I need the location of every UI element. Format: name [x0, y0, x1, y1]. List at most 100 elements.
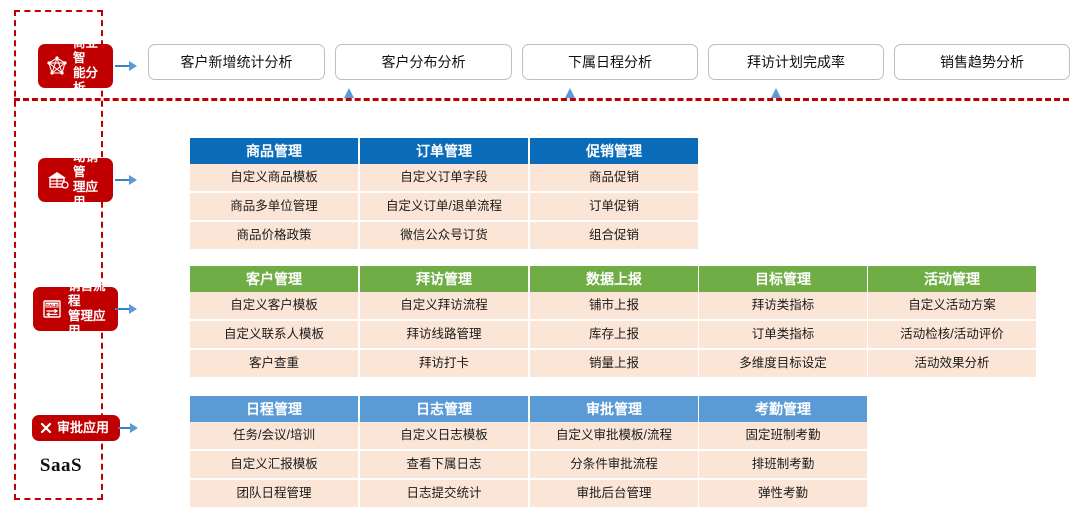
card-row[interactable]: 多维度目标设定: [699, 350, 867, 377]
card-promotion-management[interactable]: 促销管理 商品促销 订单促销 组合促销: [530, 138, 698, 249]
card-row[interactable]: 客户查重: [190, 350, 358, 377]
card-body: 自定义商品模板 商品多单位管理 商品价格政策: [190, 164, 358, 249]
card-body: 自定义日志模板 查看下属日志 日志提交统计: [360, 422, 528, 507]
card-log-management[interactable]: 日志管理 自定义日志模板 查看下属日志 日志提交统计: [360, 396, 528, 507]
card-row[interactable]: 日志提交统计: [360, 480, 528, 507]
card-row[interactable]: 拜访线路管理: [360, 321, 528, 350]
card-body: 任务/会议/培训 自定义汇报模板 团队日程管理: [190, 422, 358, 507]
cross-approval-icon: [38, 420, 54, 436]
card-data-report[interactable]: 数据上报 铺市上报 库存上报 销量上报: [530, 266, 698, 377]
bi-box-3[interactable]: 拜访计划完成率: [708, 44, 884, 80]
bi-box-label: 客户分布分析: [381, 54, 466, 70]
card-row[interactable]: 拜访打卡: [360, 350, 528, 377]
card-body: 商品促销 订单促销 组合促销: [530, 164, 698, 249]
bi-box-label: 销售趋势分析: [940, 54, 1024, 70]
card-row[interactable]: 自定义汇报模板: [190, 451, 358, 480]
card-row[interactable]: 弹性考勤: [699, 480, 867, 507]
card-row[interactable]: 组合促销: [530, 222, 698, 249]
card-visit-management[interactable]: 拜访管理 自定义拜访流程 拜访线路管理 拜访打卡: [360, 266, 528, 377]
card-row[interactable]: 商品价格政策: [190, 222, 358, 249]
sidebar-item-bi-analysis[interactable]: 商业智 能分析: [38, 36, 113, 95]
card-row[interactable]: 微信公众号订货: [360, 222, 528, 249]
card-row[interactable]: 自定义活动方案: [868, 292, 1036, 321]
connector-arrow-approval: [118, 422, 146, 434]
card-row[interactable]: 分条件审批流程: [530, 451, 698, 480]
card-target-management[interactable]: 目标管理 拜访类指标 订单类指标 多维度目标设定: [699, 266, 867, 377]
card-body: 自定义拜访流程 拜访线路管理 拜访打卡: [360, 292, 528, 377]
connector-line: [115, 179, 129, 181]
bi-box-0[interactable]: 客户新增统计分析: [148, 44, 325, 80]
connector-line: [115, 65, 129, 67]
card-row[interactable]: 拜访类指标: [699, 292, 867, 321]
card-row[interactable]: 自定义客户模板: [190, 292, 358, 321]
card-activity-management[interactable]: 活动管理 自定义活动方案 活动检核/活动评价 活动效果分析: [868, 266, 1036, 377]
card-product-management[interactable]: 商品管理 自定义商品模板 商品多单位管理 商品价格政策: [190, 138, 358, 249]
connector-line: [115, 308, 129, 310]
sidebar-item-sales-process-app[interactable]: SALE 销售流程 管理应用: [33, 279, 118, 338]
card-row[interactable]: 固定班制考勤: [699, 422, 867, 451]
card-row[interactable]: 自定义订单字段: [360, 164, 528, 193]
connector-arrow-sales-drive: [115, 174, 145, 186]
card-title: 目标管理: [699, 266, 867, 292]
card-title: 拜访管理: [360, 266, 528, 292]
card-row[interactable]: 自定义联系人模板: [190, 321, 358, 350]
arrow-head-icon: [129, 61, 145, 71]
card-row[interactable]: 库存上报: [530, 321, 698, 350]
sidebar-item-approval-app[interactable]: 审批应用: [32, 415, 120, 441]
saas-label: SaaS: [39, 455, 83, 476]
card-title: 促销管理: [530, 138, 698, 164]
card-row[interactable]: 审批后台管理: [530, 480, 698, 507]
network-graph-icon: [44, 53, 70, 79]
bi-box-label: 拜访计划完成率: [747, 54, 845, 70]
bi-box-label: 下属日程分析: [568, 54, 652, 70]
sidebar-item-sales-drive-app[interactable]: 动销管 理应用: [38, 150, 113, 209]
card-row[interactable]: 商品多单位管理: [190, 193, 358, 222]
card-row[interactable]: 自定义日志模板: [360, 422, 528, 451]
section-divider: [14, 98, 1069, 101]
connector-arrow-bi: [115, 60, 145, 72]
bi-box-2[interactable]: 下属日程分析: [522, 44, 698, 80]
card-row[interactable]: 自定义商品模板: [190, 164, 358, 193]
card-schedule-management[interactable]: 日程管理 任务/会议/培训 自定义汇报模板 团队日程管理: [190, 396, 358, 507]
arrow-head-icon: [130, 423, 146, 433]
card-body: 自定义订单字段 自定义订单/退单流程 微信公众号订货: [360, 164, 528, 249]
card-title: 审批管理: [530, 396, 698, 422]
card-row[interactable]: 团队日程管理: [190, 480, 358, 507]
card-row[interactable]: 活动检核/活动评价: [868, 321, 1036, 350]
sale-board-icon: SALE: [39, 296, 65, 322]
up-arrow-icon-2: [565, 88, 575, 98]
card-row[interactable]: 查看下属日志: [360, 451, 528, 480]
connector-line: [118, 427, 130, 429]
card-body: 拜访类指标 订单类指标 多维度目标设定: [699, 292, 867, 377]
card-title: 日志管理: [360, 396, 528, 422]
card-title: 订单管理: [360, 138, 528, 164]
card-row[interactable]: 销量上报: [530, 350, 698, 377]
card-row[interactable]: 订单类指标: [699, 321, 867, 350]
svg-text:SALE: SALE: [46, 303, 58, 308]
card-title: 日程管理: [190, 396, 358, 422]
card-title: 考勤管理: [699, 396, 867, 422]
card-approval-management[interactable]: 审批管理 自定义审批模板/流程 分条件审批流程 审批后台管理: [530, 396, 698, 507]
bi-box-4[interactable]: 销售趋势分析: [894, 44, 1070, 80]
card-body: 铺市上报 库存上报 销量上报: [530, 292, 698, 377]
card-row[interactable]: 排班制考勤: [699, 451, 867, 480]
card-order-management[interactable]: 订单管理 自定义订单字段 自定义订单/退单流程 微信公众号订货: [360, 138, 528, 249]
card-row[interactable]: 订单促销: [530, 193, 698, 222]
card-body: 自定义客户模板 自定义联系人模板 客户查重: [190, 292, 358, 377]
up-arrow-icon-3: [771, 88, 781, 98]
card-row[interactable]: 自定义拜访流程: [360, 292, 528, 321]
bi-box-1[interactable]: 客户分布分析: [335, 44, 512, 80]
bi-box-label: 客户新增统计分析: [180, 54, 293, 70]
store-house-icon: [44, 167, 70, 193]
card-customer-management[interactable]: 客户管理 自定义客户模板 自定义联系人模板 客户查重: [190, 266, 358, 377]
card-row[interactable]: 自定义审批模板/流程: [530, 422, 698, 451]
card-row[interactable]: 活动效果分析: [868, 350, 1036, 377]
card-row[interactable]: 自定义订单/退单流程: [360, 193, 528, 222]
card-attendance-management[interactable]: 考勤管理 固定班制考勤 排班制考勤 弹性考勤: [699, 396, 867, 507]
saas-boundary: [14, 10, 103, 500]
card-row[interactable]: 任务/会议/培训: [190, 422, 358, 451]
arrow-head-icon: [129, 175, 145, 185]
card-title: 数据上报: [530, 266, 698, 292]
card-row[interactable]: 铺市上报: [530, 292, 698, 321]
card-row[interactable]: 商品促销: [530, 164, 698, 193]
